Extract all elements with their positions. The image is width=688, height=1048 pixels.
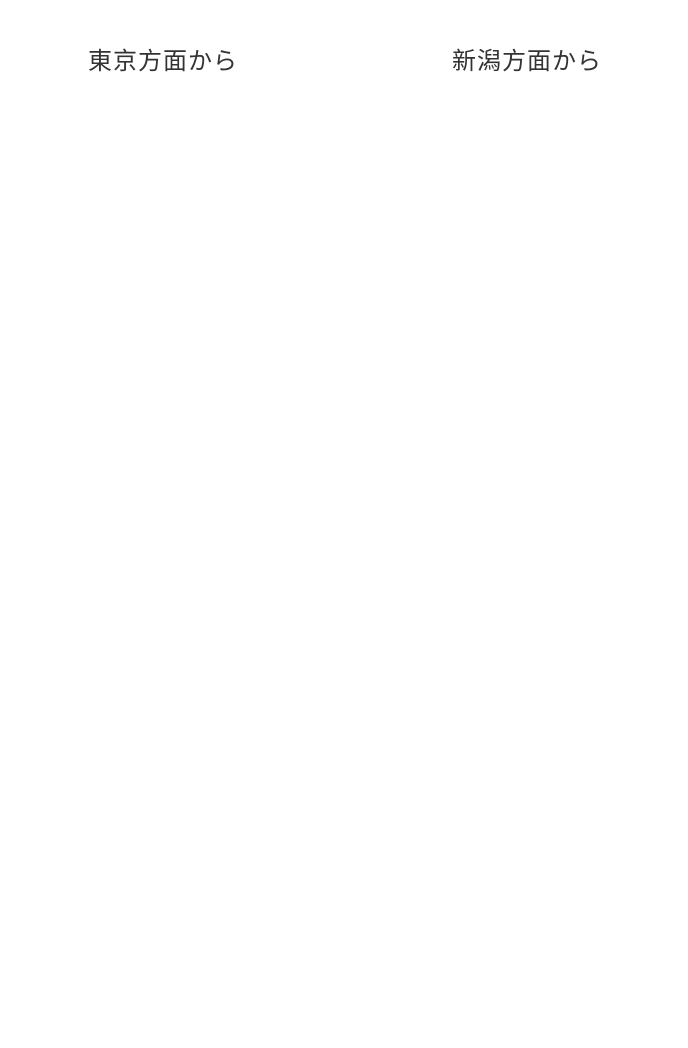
content-area <box>0 120 688 1048</box>
tab-from-tokyo[interactable]: 東京方面から <box>88 47 238 75</box>
tab-from-niigata[interactable]: 新潟方面から <box>452 47 602 75</box>
direction-tabs: 東京方面から 新潟方面から <box>0 0 688 120</box>
